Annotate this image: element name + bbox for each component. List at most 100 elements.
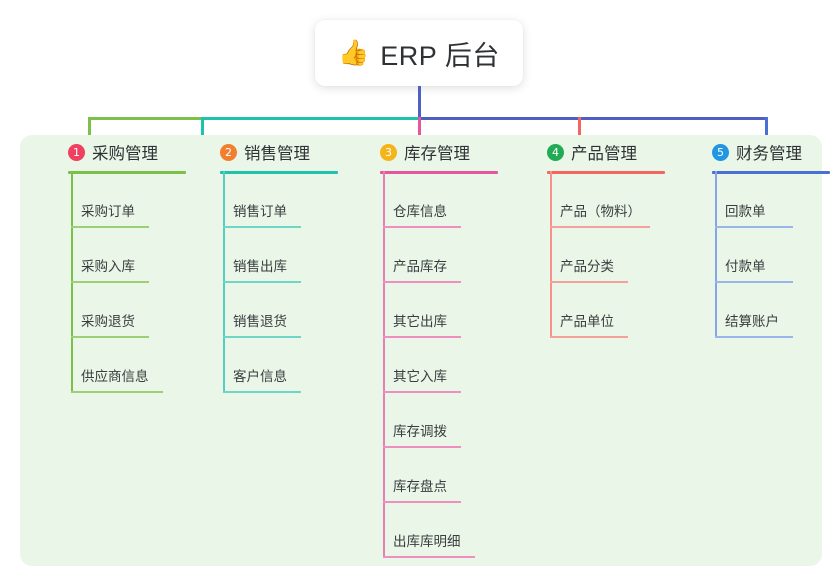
item-label: 仓库信息 bbox=[393, 204, 447, 219]
item-label: 其它入库 bbox=[393, 369, 447, 384]
list-item[interactable]: 采购入库 bbox=[48, 228, 208, 283]
item-rule bbox=[715, 281, 793, 283]
item-label: 采购订单 bbox=[81, 204, 135, 219]
branch-rule-5 bbox=[712, 171, 830, 174]
item-rule bbox=[383, 446, 461, 448]
branch-badge-2: 2 bbox=[220, 143, 237, 161]
drop-connector-4 bbox=[578, 117, 581, 152]
drop-connector-1 bbox=[88, 117, 91, 152]
branch-items-4: 产品（物料） 产品分类 产品单位 bbox=[527, 173, 687, 338]
list-item[interactable]: 销售出库 bbox=[200, 228, 360, 283]
item-rule bbox=[71, 336, 149, 338]
item-label: 产品库存 bbox=[393, 259, 447, 274]
item-rule bbox=[715, 226, 793, 228]
root-stem-connector bbox=[418, 86, 421, 119]
item-rule bbox=[223, 391, 301, 393]
branch-header-1[interactable]: 1 采购管理 bbox=[48, 135, 208, 169]
list-item[interactable]: 其它出库 bbox=[360, 283, 520, 338]
branch-column-1: 1 采购管理 采购订单 采购入库 采购退货 供应商信息 bbox=[48, 135, 208, 393]
list-item[interactable]: 采购退货 bbox=[48, 283, 208, 338]
item-label: 结算账户 bbox=[725, 314, 779, 329]
item-rule bbox=[383, 226, 461, 228]
item-rule bbox=[383, 556, 475, 558]
list-item[interactable]: 产品库存 bbox=[360, 228, 520, 283]
root-node[interactable]: 👍 ERP 后台 bbox=[315, 20, 523, 86]
list-item[interactable]: 回款单 bbox=[692, 173, 839, 228]
item-label: 出库库明细 bbox=[393, 534, 461, 549]
item-rule bbox=[223, 281, 301, 283]
list-item[interactable]: 采购订单 bbox=[48, 173, 208, 228]
item-rule bbox=[715, 336, 793, 338]
drop-connector-3 bbox=[418, 117, 421, 152]
item-label: 采购退货 bbox=[81, 314, 135, 329]
branch-header-3[interactable]: 3 库存管理 bbox=[360, 135, 520, 169]
item-rule bbox=[71, 391, 163, 393]
list-item[interactable]: 产品（物料） bbox=[527, 173, 687, 228]
branch-column-3: 3 库存管理 仓库信息 产品库存 其它出库 其它入库 bbox=[360, 135, 520, 558]
branch-title-4: 产品管理 bbox=[571, 145, 637, 163]
item-rule bbox=[383, 391, 461, 393]
item-label: 库存调拨 bbox=[393, 424, 447, 439]
list-item[interactable]: 出库库明细 bbox=[360, 503, 520, 558]
root-title: ERP 后台 bbox=[380, 40, 500, 71]
list-item[interactable]: 仓库信息 bbox=[360, 173, 520, 228]
item-rule bbox=[550, 226, 650, 228]
branch-items-3: 仓库信息 产品库存 其它出库 其它入库 库存调拨 bbox=[360, 173, 520, 558]
item-label: 产品单位 bbox=[560, 314, 614, 329]
branch-header-2[interactable]: 2 销售管理 bbox=[200, 135, 360, 169]
trunk-segment-blue bbox=[418, 117, 768, 120]
item-label: 销售订单 bbox=[233, 204, 287, 219]
branch-items-5: 回款单 付款单 结算账户 bbox=[692, 173, 839, 338]
branch-rule-1 bbox=[68, 171, 186, 174]
drop-connector-5 bbox=[765, 117, 768, 152]
list-item[interactable]: 供应商信息 bbox=[48, 338, 208, 393]
item-rule bbox=[223, 226, 301, 228]
branch-items-2: 销售订单 销售出库 销售退货 客户信息 bbox=[200, 173, 360, 393]
branch-badge-3: 3 bbox=[380, 143, 397, 161]
list-item[interactable]: 库存盘点 bbox=[360, 448, 520, 503]
thumbs-up-icon: 👍 bbox=[338, 38, 370, 67]
list-item[interactable]: 客户信息 bbox=[200, 338, 360, 393]
branch-title-1: 采购管理 bbox=[92, 145, 158, 163]
item-label: 其它出库 bbox=[393, 314, 447, 329]
branch-column-4: 4 产品管理 产品（物料） 产品分类 产品单位 bbox=[527, 135, 687, 338]
item-label: 销售出库 bbox=[233, 259, 287, 274]
branch-badge-4: 4 bbox=[547, 143, 564, 161]
branches-panel: 1 采购管理 采购订单 采购入库 采购退货 供应商信息 bbox=[20, 135, 830, 566]
branch-title-2: 销售管理 bbox=[244, 145, 310, 163]
item-rule bbox=[71, 226, 149, 228]
branch-title-3: 库存管理 bbox=[404, 145, 470, 163]
drop-connector-2 bbox=[201, 117, 204, 152]
branch-rule-2 bbox=[220, 171, 338, 174]
list-item[interactable]: 结算账户 bbox=[692, 283, 839, 338]
list-item[interactable]: 销售订单 bbox=[200, 173, 360, 228]
item-rule bbox=[383, 501, 461, 503]
list-item[interactable]: 销售退货 bbox=[200, 283, 360, 338]
item-label: 采购入库 bbox=[81, 259, 135, 274]
list-item[interactable]: 产品单位 bbox=[527, 283, 687, 338]
branch-column-2: 2 销售管理 销售订单 销售出库 销售退货 客户信息 bbox=[200, 135, 360, 393]
branch-spine-4 bbox=[550, 171, 552, 338]
branch-rule-3 bbox=[380, 171, 498, 174]
branch-spine-3 bbox=[383, 171, 385, 558]
list-item[interactable]: 其它入库 bbox=[360, 338, 520, 393]
branch-spine-5 bbox=[715, 171, 717, 338]
item-label: 回款单 bbox=[725, 204, 766, 219]
trunk-segment-teal bbox=[201, 117, 420, 120]
item-rule bbox=[550, 336, 628, 338]
branch-column-5: 5 财务管理 回款单 付款单 结算账户 bbox=[692, 135, 839, 338]
item-label: 供应商信息 bbox=[81, 369, 149, 384]
item-label: 库存盘点 bbox=[393, 479, 447, 494]
list-item[interactable]: 产品分类 bbox=[527, 228, 687, 283]
branch-badge-1: 1 bbox=[68, 143, 85, 161]
branch-header-5[interactable]: 5 财务管理 bbox=[692, 135, 839, 169]
list-item[interactable]: 付款单 bbox=[692, 228, 839, 283]
branch-header-4[interactable]: 4 产品管理 bbox=[527, 135, 687, 169]
item-rule bbox=[550, 281, 628, 283]
branch-rule-4 bbox=[547, 171, 665, 174]
item-label: 产品分类 bbox=[560, 259, 614, 274]
list-item[interactable]: 库存调拨 bbox=[360, 393, 520, 448]
item-rule bbox=[223, 336, 301, 338]
item-rule bbox=[383, 281, 461, 283]
